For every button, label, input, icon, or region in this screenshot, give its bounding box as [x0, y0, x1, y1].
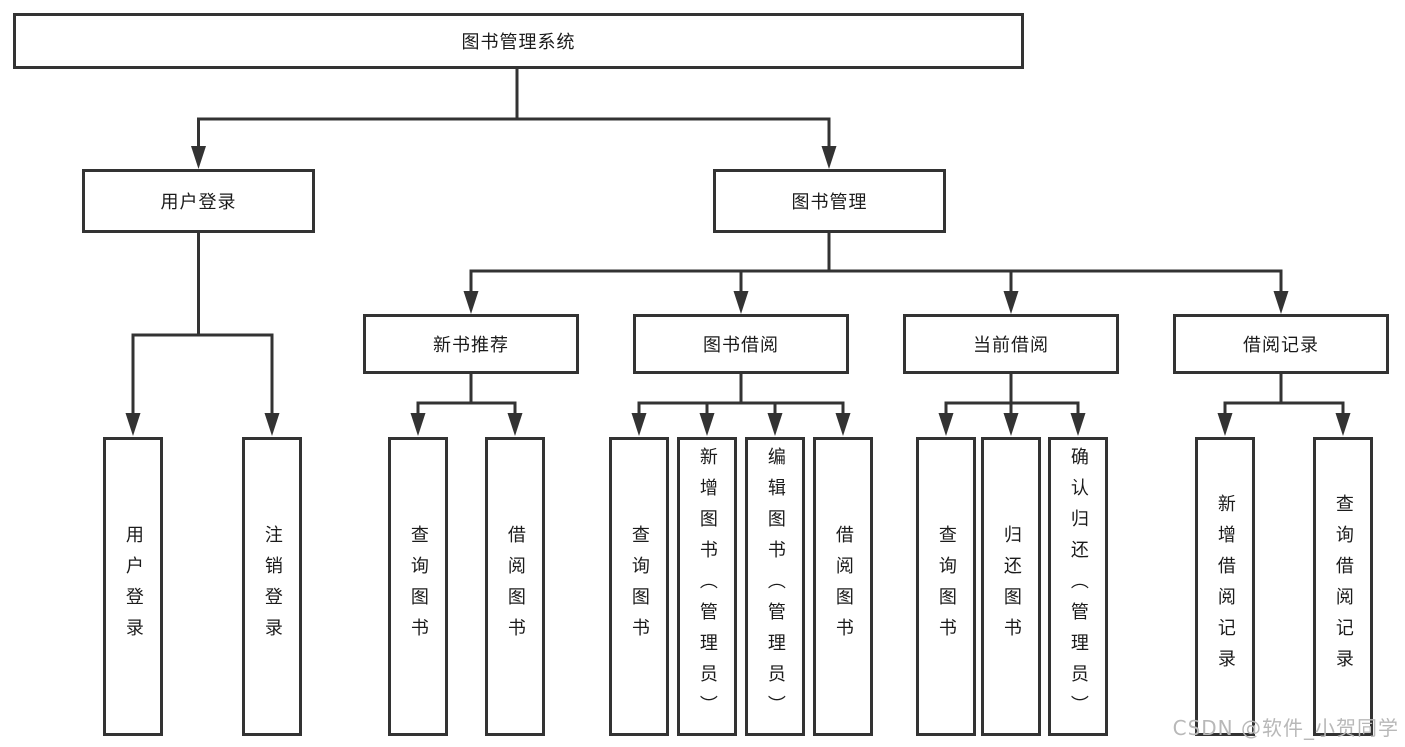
node-new-book-recommendation: 新书推荐 [363, 314, 579, 374]
leaf-return-books: 归还图书 [981, 437, 1041, 736]
arrowhead-icon [1070, 413, 1086, 436]
leaf-add-borrow-record: 新增借阅记录 [1195, 437, 1255, 736]
node-borrowing-records: 借阅记录 [1173, 314, 1389, 374]
arrowhead-icon [125, 413, 141, 436]
node-label: 新增图书（管理员） [696, 447, 718, 726]
arrowhead-icon [1003, 291, 1019, 314]
node-label: 用户登录 [160, 192, 237, 213]
arrowhead-icon [1003, 413, 1019, 436]
arrowhead-icon [191, 146, 206, 169]
node-label: 归还图书 [1000, 524, 1022, 649]
node-label: 用户登录 [122, 524, 144, 649]
node-user-login: 用户登录 [82, 169, 315, 233]
arrowhead-icon [733, 291, 749, 314]
csdn-watermark: CSDN @软件_小贺同学 [1172, 716, 1399, 740]
node-label: 注销登录 [261, 524, 283, 649]
leaf-add-books-admin: 新增图书（管理员） [677, 437, 737, 736]
node-label: 新增借阅记录 [1214, 493, 1236, 680]
node-label: 确认归还（管理员） [1067, 447, 1089, 726]
leaf-query-borrow-record: 查询借阅记录 [1313, 437, 1373, 736]
arrowhead-icon [463, 291, 479, 314]
leaf-edit-books-admin: 编辑图书（管理员） [745, 437, 805, 736]
node-label: 图书管理 [791, 192, 868, 213]
arrowhead-icon [821, 146, 837, 169]
node-label: 当前借阅 [973, 335, 1049, 356]
leaf-query-books-recommend: 查询图书 [388, 437, 448, 736]
node-label: 查询图书 [628, 524, 650, 649]
node-label: 借阅图书 [832, 524, 854, 649]
leaf-borrow-books-recommend: 借阅图书 [485, 437, 545, 736]
arrowhead-icon [1217, 413, 1233, 436]
node-book-management: 图书管理 [713, 169, 946, 233]
arrowhead-icon [1335, 413, 1351, 436]
leaf-confirm-return-admin: 确认归还（管理员） [1048, 437, 1108, 736]
arrowhead-icon [264, 413, 280, 436]
node-label: 查询图书 [935, 524, 957, 649]
node-label: 借阅图书 [504, 524, 526, 649]
arrowhead-icon [699, 413, 715, 436]
leaf-query-books-borrowing: 查询图书 [609, 437, 669, 736]
leaf-user-login: 用户登录 [103, 437, 163, 736]
node-label: 图书管理系统 [461, 32, 576, 53]
node-current-borrowing: 当前借阅 [903, 314, 1119, 374]
leaf-query-books-current: 查询图书 [916, 437, 976, 736]
leaf-borrow-books-borrowing: 借阅图书 [813, 437, 873, 736]
arrowhead-icon [1273, 291, 1289, 314]
leaf-logout-login: 注销登录 [242, 437, 302, 736]
arrowhead-icon [767, 413, 783, 436]
node-label: 新书推荐 [433, 335, 509, 356]
node-label: 查询借阅记录 [1332, 493, 1354, 680]
arrowhead-icon [835, 413, 851, 436]
connector-path [131, 67, 1345, 416]
arrowhead-icon [507, 413, 523, 436]
node-library-management-system: 图书管理系统 [13, 13, 1024, 69]
arrowhead-icon [938, 413, 954, 436]
node-book-borrowing: 图书借阅 [633, 314, 849, 374]
arrowhead-icon [410, 413, 426, 436]
node-label: 编辑图书（管理员） [764, 447, 786, 726]
node-label: 查询图书 [407, 524, 429, 649]
node-label: 图书借阅 [703, 335, 779, 356]
node-label: 借阅记录 [1243, 335, 1319, 356]
arrowhead-icon [631, 413, 647, 436]
